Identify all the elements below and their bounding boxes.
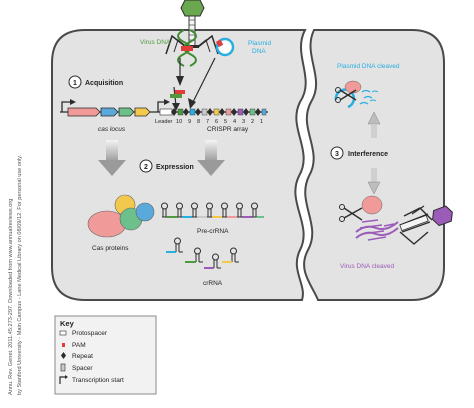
spacer-numbers: 10 9 8 7 6 5 4 3 2 1 [176, 119, 263, 125]
interference-arrows [367, 111, 381, 195]
phage-right [399, 205, 453, 245]
side-text-line2: by Stanford University - Main Campus - L… [17, 154, 23, 395]
virus-cleaved-label: Virus DNA cleaved [340, 263, 394, 270]
virus-dna-label: Virus DNA [140, 39, 171, 46]
key-title: Key [60, 319, 75, 328]
key-legend: Key Protospacer PAM Repeat Spacer Transc… [54, 315, 157, 395]
virus-dna-cleaved [355, 195, 399, 241]
spacer-number: 5 [224, 119, 227, 125]
spacer-number: 7 [206, 119, 209, 125]
cell-right-compartment [303, 29, 445, 301]
transcription-start-key-icon [59, 376, 66, 384]
spacer-number: 10 [176, 119, 182, 125]
crispr-array-label: CRISPR array [207, 126, 249, 133]
spacer-number: 9 [188, 119, 191, 125]
pre-crrna-label: Pre-crRNA [197, 228, 229, 235]
acquisition-arrows [170, 57, 216, 111]
key-item-repeat: Repeat [72, 353, 93, 360]
spacer-number: 4 [233, 119, 236, 125]
step-expression: 2 Expression [139, 159, 194, 173]
expression-arrows [98, 140, 225, 176]
protospacer-key-icon [59, 330, 67, 336]
spacer-number: 2 [251, 119, 254, 125]
cas-proteins-label: Cas proteins [92, 245, 129, 252]
key-item-spacer: Spacer [72, 365, 93, 372]
key-item-pam: PAM [72, 342, 86, 349]
key-item-transcription-start: Transcription start [72, 377, 124, 384]
spacer-number: 8 [197, 119, 200, 125]
spacer-number: 1 [260, 119, 263, 125]
spacer-number: 6 [215, 119, 218, 125]
spacer-number: 3 [242, 119, 245, 125]
pam-key-icon [62, 343, 65, 347]
plasmid [215, 37, 235, 57]
repeat-key-icon [61, 352, 66, 359]
step2-label: Expression [156, 164, 194, 171]
cas-locus-label: cas locus [98, 126, 126, 133]
step-acquisition: 1 Acquisition [68, 75, 123, 89]
crrna-label: crRNA [203, 280, 223, 287]
crrna-molecules [166, 237, 239, 269]
spacer-key-icon [60, 363, 66, 372]
leader-label: Leader [155, 119, 173, 125]
scissors-icon-virus [339, 204, 363, 222]
crispr-array [152, 99, 268, 116]
plasmid-label-line1: Plasmid [248, 40, 272, 47]
key-item-protospacer: Protospacer [72, 330, 108, 337]
step2-number: 2 [144, 164, 148, 171]
cas-proteins [87, 194, 155, 238]
injected-virus-dna [177, 29, 197, 67]
plasmid-label-line2: DNA [252, 48, 266, 55]
step3-number: 3 [335, 151, 339, 158]
crispr-repeats-spacers [171, 108, 267, 116]
cas-locus [60, 99, 152, 117]
plasmid-cleaved-label: Plasmid DNA cleaved [337, 63, 400, 70]
step-interference: 3 Interference [330, 146, 388, 160]
step1-label: Acquisition [85, 80, 123, 87]
side-text-line1: Annu. Rev. Genet. 2011.45:273-297. Downl… [8, 199, 14, 395]
scissors-icon-plasmid [335, 80, 362, 103]
step1-number: 1 [73, 80, 77, 87]
step3-label: Interference [348, 151, 388, 158]
pre-crrna [161, 202, 264, 218]
side-copyright-text: Annu. Rev. Genet. 2011.45:273-297. Downl… [8, 154, 23, 395]
